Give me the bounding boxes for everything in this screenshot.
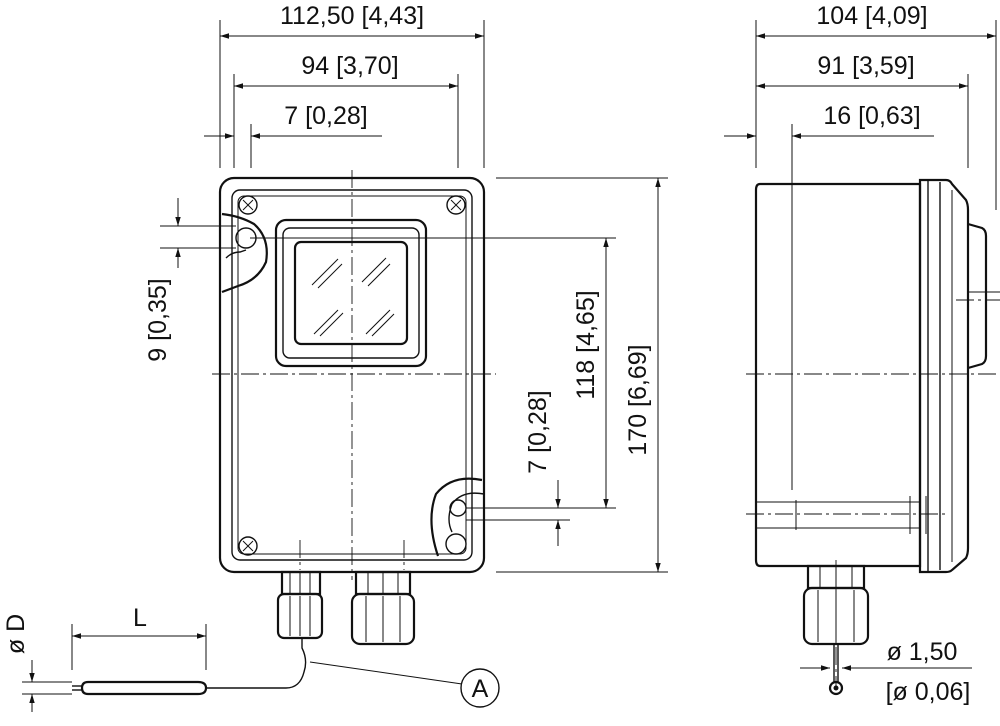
screw-top-right	[446, 195, 466, 215]
side-lid	[918, 178, 970, 574]
front-view	[72, 170, 496, 696]
mounting-hole-lower	[430, 477, 485, 557]
sensor-probe	[72, 680, 208, 696]
callout-a-label: A	[472, 675, 489, 703]
dim-height-overall: 170 [6,69]	[624, 344, 652, 455]
dim-hole-diameter-vertical: 9 [0,35]	[144, 278, 172, 361]
display-frame-inner	[282, 227, 420, 359]
dim-sensor-diameter: ø D	[2, 614, 30, 654]
dim-sensor-length: L	[133, 604, 147, 632]
dim-side-depth-overall: 104 [4,09]	[816, 2, 927, 30]
side-display-bump	[967, 222, 988, 370]
display-glass	[293, 240, 409, 346]
cable-gland-right	[350, 570, 416, 646]
screw-bottom-left	[238, 536, 258, 556]
side-body	[754, 182, 922, 568]
dim-front-width-holes: 94 [3,70]	[301, 52, 398, 80]
callout-a-circle	[460, 668, 500, 708]
dim-side-offset: 16 [0,63]	[823, 102, 920, 130]
display-frame-outer	[274, 218, 428, 368]
side-dimensions: 104 [4,09] 91 [3,59] 16 [0,63] ø 1,50 [ø…	[724, 2, 997, 706]
dim-cable-diameter-in: [ø 0,06]	[886, 678, 971, 706]
dim-front-width-overall: 112,50 [4,43]	[280, 2, 424, 30]
front-dimensions: 112,50 [4,43] 94 [3,70] 7 [0,28] 9 [0,35…	[2, 2, 668, 712]
dim-cable-diameter-mm: ø 1,50	[887, 638, 958, 666]
dim-side-depth-body: 91 [3,59]	[817, 52, 914, 80]
side-cable-gland	[802, 564, 870, 696]
dim-lower-hole-offset: 7 [0,28]	[524, 390, 552, 473]
sensor-cable	[206, 638, 307, 689]
dim-front-hole-offset: 7 [0,28]	[284, 102, 367, 130]
side-view	[746, 178, 1000, 696]
glass-reflection-marks	[311, 257, 395, 337]
cable-gland-left	[276, 570, 324, 640]
screw-top-left	[238, 195, 258, 215]
dim-height-holes: 118 [4,65]	[572, 290, 600, 399]
